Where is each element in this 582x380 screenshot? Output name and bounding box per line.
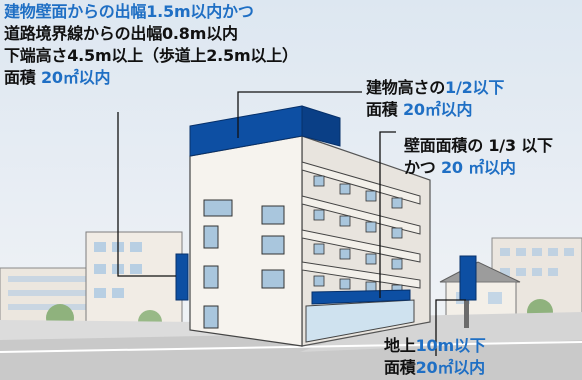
ground-sign-line2: 面積20㎡以内 xyxy=(384,358,485,378)
ground-sign-line1: 地上10m以下 xyxy=(384,336,486,356)
main-building xyxy=(189,135,431,347)
projecting-sign-area: 面積 20㎡以内 xyxy=(4,68,110,88)
ground-sign-line2-value: 20㎡以内 xyxy=(415,358,485,377)
rooftop-sign-area-prefix: 面積 xyxy=(366,100,403,119)
projecting-sign-area-prefix: 面積 xyxy=(4,68,41,87)
rooftop-sign-area: 面積 20㎡以内 xyxy=(366,100,472,120)
projecting-sign xyxy=(175,253,189,301)
rooftop-sign-line1: 建物高さの1/2以下 xyxy=(366,78,504,98)
ground-sign-line1-prefix: 地上 xyxy=(384,336,416,355)
leader-line-rooftop xyxy=(237,91,362,138)
rooftop-sign xyxy=(189,105,341,157)
leader-lines xyxy=(117,91,466,356)
wall-sign-line2-value: 20 ㎡以内 xyxy=(440,158,516,177)
projecting-sign-line2: 道路境界線からの出幅0.8m以内 xyxy=(4,24,238,43)
rooftop-sign-line1-value: 1/2以下 xyxy=(445,78,505,97)
ground-sign-line1-value: 10m以下 xyxy=(415,336,486,355)
wall-sign-line2-prefix: かつ xyxy=(404,158,441,177)
projecting-sign-line1: 建物壁面からの出幅1.5m以内かつ xyxy=(4,2,254,21)
ground-sign-line2-prefix: 面積 xyxy=(384,358,416,377)
ground-sign xyxy=(459,255,477,328)
leader-line-ground xyxy=(435,299,466,356)
rooftop-sign-area-value: 20㎡以内 xyxy=(402,100,473,119)
background-building-left-2 xyxy=(85,231,183,331)
leader-line-projecting xyxy=(117,112,176,277)
projecting-sign-area-value: 20㎡以内 xyxy=(40,68,111,87)
wall-sign xyxy=(311,289,411,305)
wall-sign-line2: かつ 20 ㎡以内 xyxy=(404,158,516,178)
rooftop-sign-line1-prefix: 建物高さの xyxy=(366,78,446,97)
wall-sign-line1: 壁面面積の 1/3 以下 xyxy=(404,136,553,155)
leader-line-wall xyxy=(379,131,396,298)
projecting-sign-line3: 下端高さ4.5m以上（歩道上2.5m以上） xyxy=(4,46,298,65)
